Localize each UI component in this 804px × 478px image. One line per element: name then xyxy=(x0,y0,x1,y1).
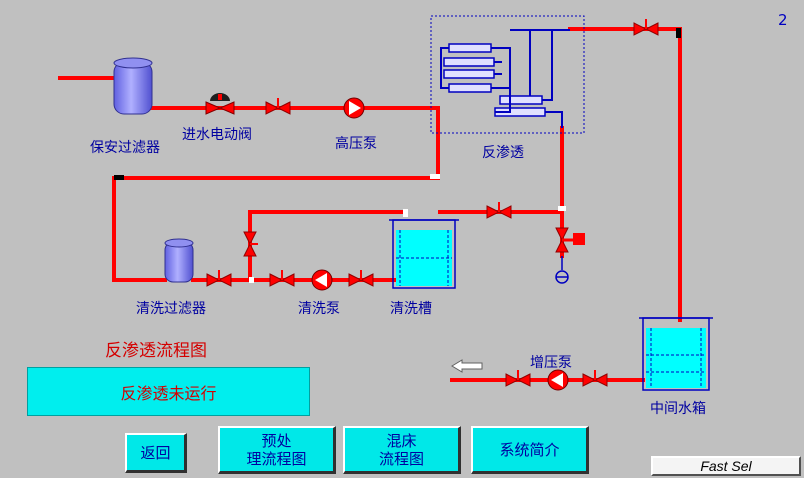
mixed-bed-label-line1: 混床 xyxy=(386,431,417,450)
booster-pump-icon[interactable] xyxy=(547,369,569,391)
back-button-label: 返回 xyxy=(140,443,171,462)
output-arrow-icon xyxy=(451,359,483,373)
process-title: 反渗透流程图 xyxy=(105,341,207,361)
hp-pump-label: 高压泵 xyxy=(335,136,377,152)
status-text: 反渗透未运行 xyxy=(120,383,217,403)
cleaning-filter-vessel[interactable] xyxy=(164,238,194,283)
clean-tank-label: 清洗槽 xyxy=(390,301,432,317)
fast-select-label: Fast Sel xyxy=(700,458,752,474)
clean-bypass-pipe xyxy=(248,210,408,282)
mixed-bed-label-line2: 流程图 xyxy=(378,449,424,468)
booster-pump-label: 增压泵 xyxy=(530,355,572,371)
drain-icon xyxy=(555,256,569,284)
ro-unit[interactable] xyxy=(430,15,585,134)
clean-return-pipe xyxy=(112,176,440,282)
pipe-joint xyxy=(403,209,408,217)
inlet-valve-label: 进水电动阀 xyxy=(182,127,252,143)
ro-label: 反渗透 xyxy=(482,145,524,161)
page-number: 2 xyxy=(778,11,788,29)
mixed-bed-flow-button[interactable]: 混床 流程图 xyxy=(343,426,461,474)
inlet-electric-valve[interactable] xyxy=(205,93,235,115)
pipe-joint xyxy=(249,277,254,283)
hp-feed-pipe xyxy=(150,106,440,180)
permeate-pipe xyxy=(568,27,682,322)
clean-pump-label: 清洗泵 xyxy=(298,301,340,317)
pretreatment-label-line2: 理流程图 xyxy=(246,449,307,468)
pipe-joint xyxy=(676,28,681,38)
high-pressure-pump-icon[interactable] xyxy=(343,97,365,119)
pipe-joint xyxy=(114,175,124,180)
system-intro-button[interactable]: 系统简介 xyxy=(471,426,589,474)
mid-tank-label: 中间水箱 xyxy=(650,401,706,417)
system-intro-label: 系统简介 xyxy=(499,440,560,459)
concentrate-actuator-icon xyxy=(573,233,585,245)
pretreatment-label-line1: 预处 xyxy=(261,431,292,450)
status-panel: 反渗透未运行 xyxy=(27,367,310,416)
clean-filter-label: 清洗过滤器 xyxy=(136,301,206,317)
cleaning-tank[interactable] xyxy=(389,219,459,289)
fast-select-button[interactable]: Fast Sel xyxy=(651,456,801,476)
pipe-network xyxy=(58,27,682,382)
cleaning-pump-icon[interactable] xyxy=(311,269,333,291)
pipe-joint xyxy=(558,206,566,211)
pretreatment-flow-button[interactable]: 预处 理流程图 xyxy=(218,426,336,474)
middle-water-tank[interactable] xyxy=(639,317,713,391)
pipe-joint xyxy=(430,174,440,179)
security-filter-label: 保安过滤器 xyxy=(90,140,160,156)
security-filter-vessel[interactable] xyxy=(113,57,153,115)
back-button[interactable]: 返回 xyxy=(125,433,187,473)
